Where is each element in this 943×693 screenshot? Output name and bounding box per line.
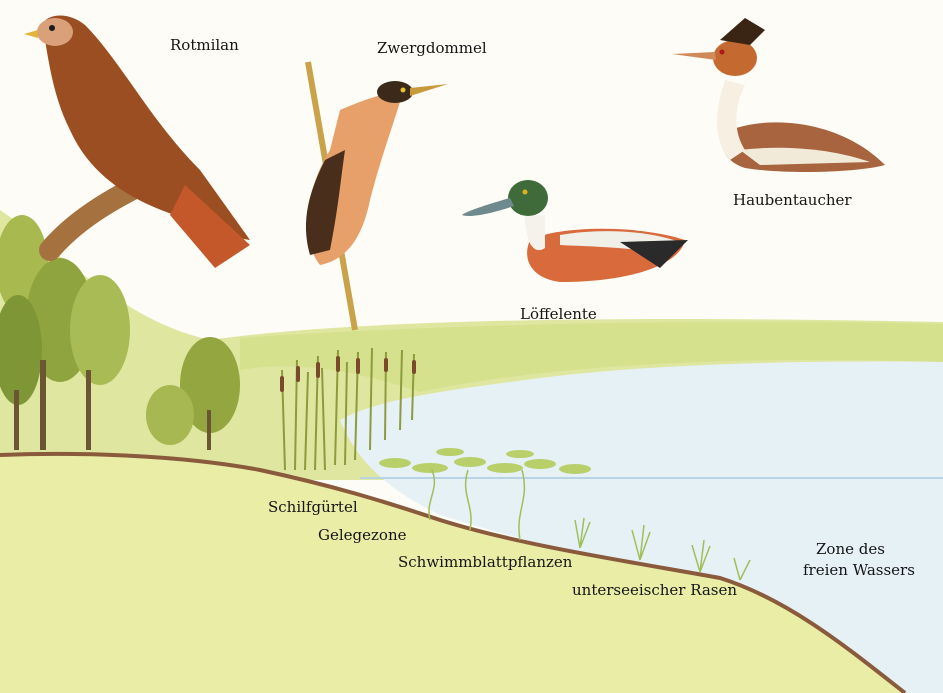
label-rotmilan: Rotmilan bbox=[170, 36, 239, 54]
label-gelegezone: Gelegezone bbox=[318, 526, 406, 544]
label-unterseeischer-rasen: unterseeischer Rasen bbox=[572, 581, 737, 599]
label-schilfguertel: Schilfgürtel bbox=[268, 498, 358, 516]
label-haubentaucher: Haubentaucher bbox=[733, 191, 852, 209]
label-loeffelente: Löffelente bbox=[520, 305, 597, 323]
label-zwergdommel: Zwergdommel bbox=[377, 39, 487, 57]
haubentaucher-bird bbox=[672, 18, 885, 172]
loeffelente-bird bbox=[462, 180, 688, 282]
label-schwimmblattpflanzen: Schwimmblattpflanzen bbox=[398, 553, 572, 571]
zwergdommel-bird bbox=[306, 62, 448, 330]
label-freies-wasser-line1: Zone des bbox=[816, 540, 885, 558]
label-freies-wasser-line2: freien Wassers bbox=[803, 561, 915, 579]
